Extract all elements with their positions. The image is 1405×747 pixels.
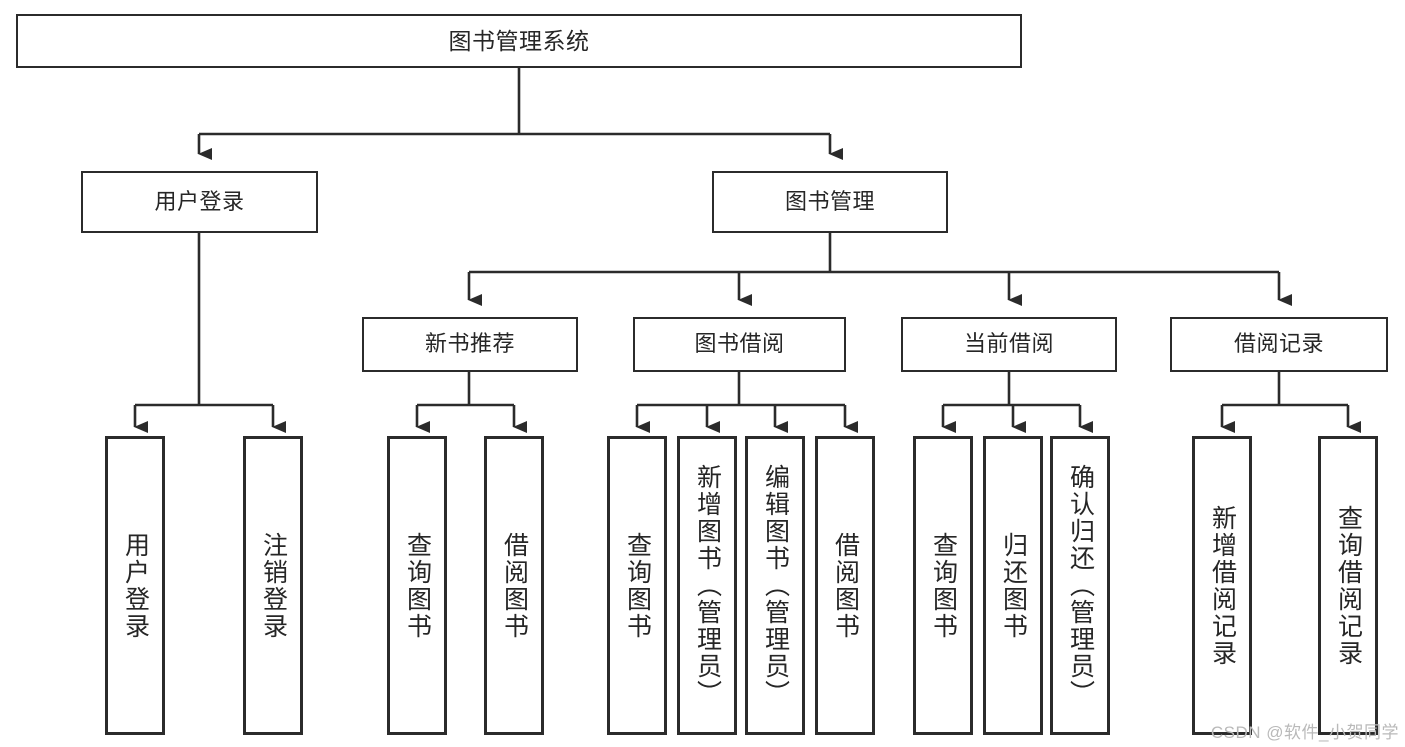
node-leaf-query-book-1[interactable]: 查询图书 (387, 436, 447, 735)
node-leaf-query-borrow-record[interactable]: 查询借阅记录 (1318, 436, 1378, 735)
node-current-borrow-label: 当前借阅 (963, 331, 1054, 357)
node-user-login-label: 用户登录 (154, 188, 245, 214)
node-leaf-query-book-2-label: 查询图书 (623, 531, 652, 640)
node-leaf-borrow-book-1[interactable]: 借阅图书 (484, 436, 544, 735)
node-borrow-record[interactable]: 借阅记录 (1170, 317, 1388, 372)
node-current-borrow[interactable]: 当前借阅 (901, 317, 1117, 372)
node-leaf-edit-book-admin-label: 编辑图书（管理员） (761, 464, 790, 707)
node-book-management-label: 图书管理 (784, 188, 875, 214)
node-new-book-recommend[interactable]: 新书推荐 (362, 317, 578, 372)
node-leaf-query-book-2[interactable]: 查询图书 (607, 436, 667, 735)
node-leaf-user-login-label: 用户登录 (121, 531, 150, 640)
node-leaf-query-book-3-label: 查询图书 (929, 531, 958, 640)
node-leaf-borrow-book-1-label: 借阅图书 (500, 531, 529, 640)
node-leaf-query-book-1-label: 查询图书 (403, 531, 432, 640)
node-borrow-record-label: 借阅记录 (1233, 331, 1324, 357)
node-leaf-borrow-book-2[interactable]: 借阅图书 (815, 436, 875, 735)
node-book-borrow-label: 图书借阅 (694, 331, 785, 357)
node-root[interactable]: 图书管理系统 (16, 14, 1022, 68)
node-leaf-add-borrow-record[interactable]: 新增借阅记录 (1192, 436, 1252, 735)
node-new-book-recommend-label: 新书推荐 (424, 331, 515, 357)
node-leaf-query-book-3[interactable]: 查询图书 (913, 436, 973, 735)
node-leaf-edit-book-admin[interactable]: 编辑图书（管理员） (745, 436, 805, 735)
node-leaf-borrow-book-2-label: 借阅图书 (831, 531, 860, 640)
node-leaf-logout-login-label: 注销登录 (259, 531, 288, 640)
node-leaf-logout-login[interactable]: 注销登录 (243, 436, 303, 735)
node-user-login[interactable]: 用户登录 (81, 171, 318, 233)
node-leaf-add-borrow-record-label: 新增借阅记录 (1208, 504, 1237, 667)
node-book-borrow[interactable]: 图书借阅 (633, 317, 846, 372)
node-leaf-add-book-admin-label: 新增图书（管理员） (693, 464, 722, 707)
node-leaf-return-book-label: 归还图书 (999, 531, 1028, 640)
node-leaf-add-book-admin[interactable]: 新增图书（管理员） (677, 436, 737, 735)
node-book-management[interactable]: 图书管理 (712, 171, 948, 233)
node-leaf-confirm-return-admin[interactable]: 确认归还（管理员） (1050, 436, 1110, 735)
csdn-watermark: CSDN @软件_小贺同学 (1210, 723, 1399, 742)
node-leaf-user-login[interactable]: 用户登录 (105, 436, 165, 735)
node-leaf-query-borrow-record-label: 查询借阅记录 (1334, 504, 1363, 667)
node-leaf-return-book[interactable]: 归还图书 (983, 436, 1043, 735)
node-root-label: 图书管理系统 (448, 27, 590, 54)
node-leaf-confirm-return-admin-label: 确认归还（管理员） (1066, 464, 1095, 707)
